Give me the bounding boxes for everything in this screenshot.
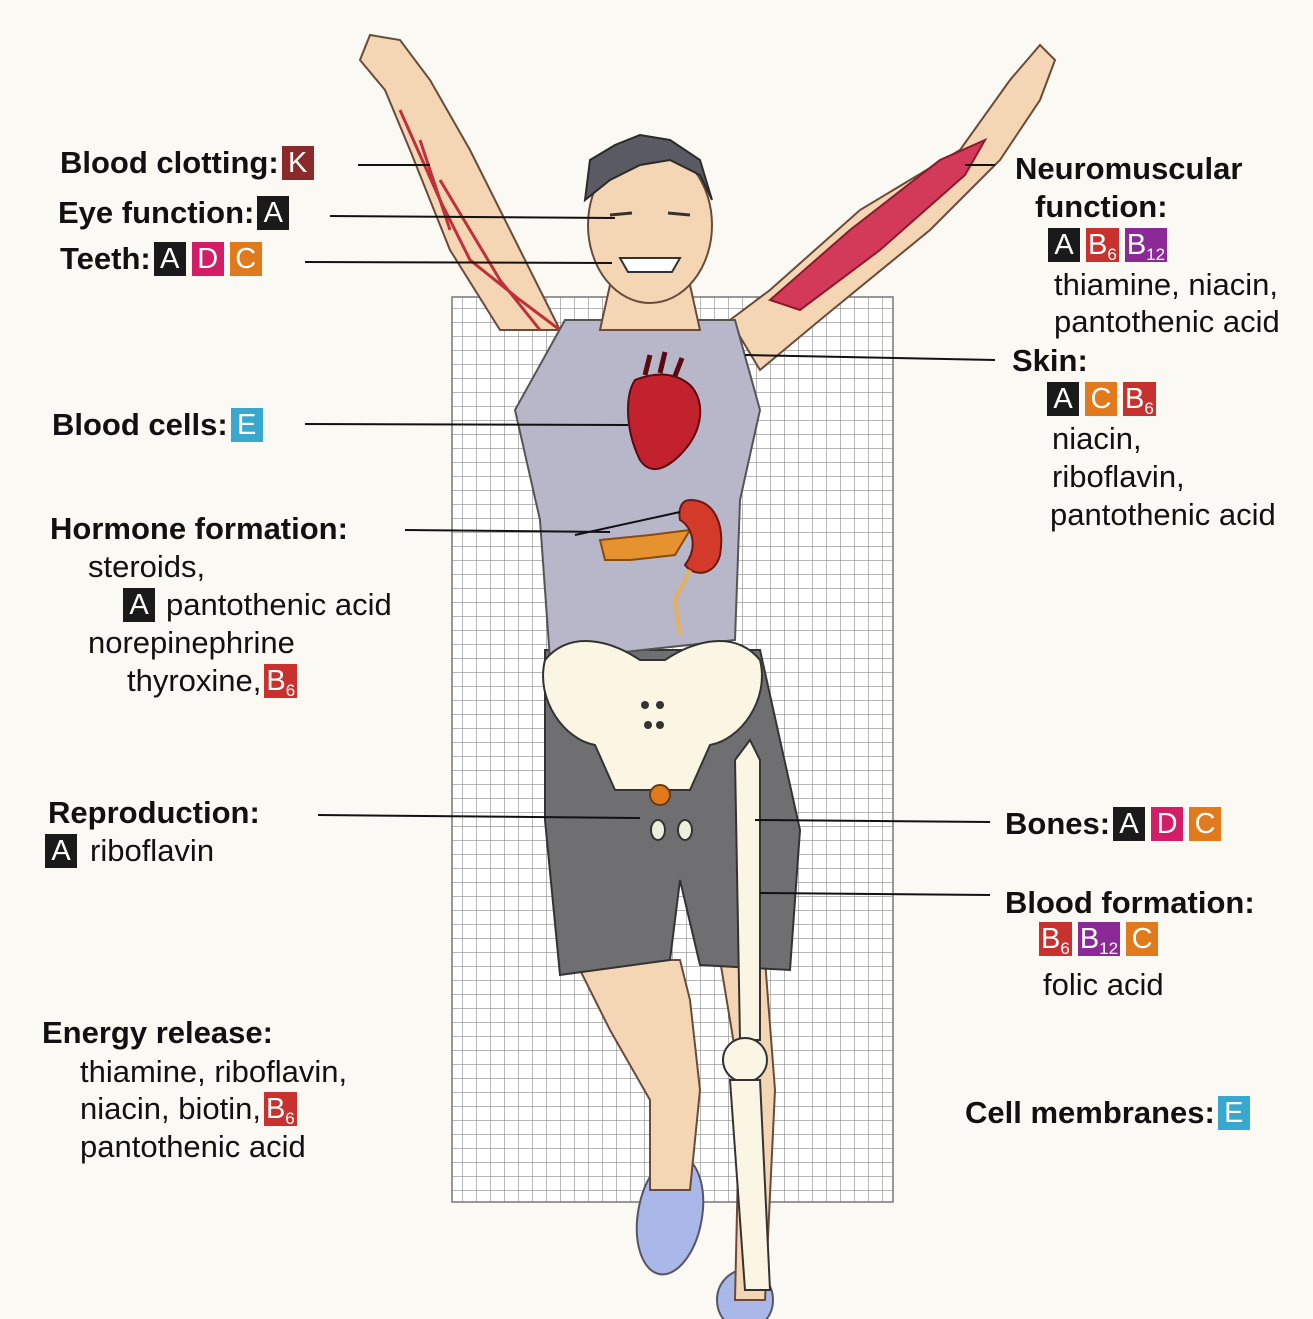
vitamin-badge: E — [231, 408, 263, 442]
blood-formation-title: Blood formation: — [1005, 884, 1255, 921]
vitamin-badge: A — [1048, 228, 1080, 262]
vitamin-badge-b6: B6 — [1039, 922, 1072, 956]
reproductive-organ — [650, 785, 670, 805]
right-arm-muscle — [770, 140, 985, 310]
vitamin-badge: D — [192, 242, 224, 276]
hormone-line-norepinephrine: norepinephrine — [88, 624, 295, 661]
vitamin-badge: C — [230, 242, 262, 276]
hormone-line-thyroxine: thyroxine, B6 — [127, 662, 300, 699]
energy-line-1: thiamine, riboflavin, — [80, 1053, 347, 1090]
blood-cells-label: Blood cells: E — [52, 406, 266, 443]
neuromuscular-title-1: Neuromuscular — [1015, 150, 1242, 187]
vitamin-badge: A — [1047, 382, 1079, 416]
vitamin-badge: C — [1126, 922, 1158, 956]
left-arm — [360, 35, 560, 330]
neuromuscular-line-2: pantothenic acid — [1054, 303, 1280, 340]
energy-release-title: Energy release: — [42, 1014, 273, 1051]
energy-line-2: niacin, biotin, B6 — [80, 1090, 300, 1127]
hormone-line-steroids: steroids, — [88, 548, 205, 585]
vitamin-badge-b6: B6 — [1123, 382, 1156, 416]
vitamin-badge: K — [282, 146, 314, 180]
vitamin-badge: A — [45, 834, 77, 868]
eye-function-label: Eye function: A — [58, 194, 292, 231]
skin-line-3: pantothenic acid — [1050, 496, 1276, 533]
vitamin-badge-b12: B12 — [1125, 228, 1167, 262]
vitamin-badge-b6: B6 — [1086, 228, 1119, 262]
vitamin-badge: E — [1218, 1096, 1250, 1130]
vitamin-badge: A — [1113, 807, 1145, 841]
vitamin-badge: A — [123, 588, 155, 622]
neuromuscular-vitamins: A B6 B12 — [1045, 228, 1170, 262]
shirt — [515, 320, 760, 660]
skin-line-2: riboflavin, — [1052, 458, 1185, 495]
vitamin-badge-b6: B6 — [264, 664, 297, 698]
blood-formation-line-1: folic acid — [1043, 966, 1164, 1003]
skin-vitamins: A C B6 — [1044, 382, 1159, 416]
skin-line-1: niacin, — [1052, 420, 1142, 457]
neuromuscular-title-2: function: — [1035, 188, 1168, 225]
femur — [735, 740, 760, 1040]
cell-membranes-label: Cell membranes: E — [965, 1094, 1253, 1131]
energy-line-3: pantothenic acid — [80, 1128, 306, 1165]
vitamin-badge-b12: B12 — [1078, 922, 1120, 956]
vitamin-badge: D — [1151, 807, 1183, 841]
vitamin-badge: C — [1189, 807, 1221, 841]
vitamin-badge: A — [154, 242, 186, 276]
vitamin-badge: A — [257, 196, 289, 230]
vitamin-badge-b6: B6 — [264, 1092, 297, 1126]
vitamin-badge: C — [1085, 382, 1117, 416]
mouth — [620, 258, 680, 272]
blood-formation-vitamins: B6 B12 C — [1036, 922, 1161, 956]
blood-clotting-label: Blood clotting: K — [60, 144, 317, 181]
reproduction-title: Reproduction: — [48, 794, 260, 831]
teeth-label: Teeth: A D C — [60, 240, 265, 277]
bones-label: Bones: A D C — [1005, 805, 1224, 842]
skin-title: Skin: — [1012, 342, 1088, 379]
hormone-formation-title: Hormone formation: — [50, 510, 348, 547]
hormone-line-pantothenic: A pantothenic acid — [120, 586, 392, 623]
reproduction-line: A riboflavin — [42, 832, 214, 869]
neuromuscular-line-1: thiamine, niacin, — [1054, 266, 1278, 303]
